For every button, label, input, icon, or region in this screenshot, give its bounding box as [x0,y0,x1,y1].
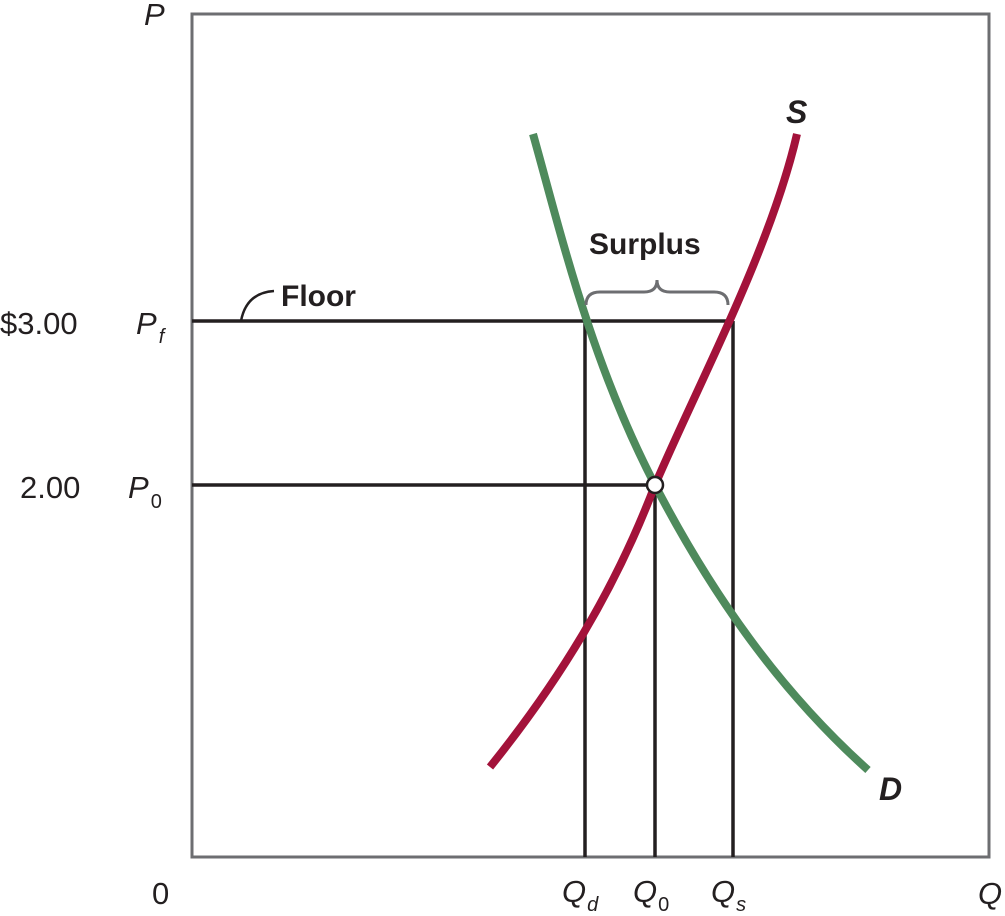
x-axis-label: Q [978,876,1002,911]
y-axis-label: P [144,0,165,32]
qs-subscript: s [736,894,746,916]
demand-curve-label: D [879,771,902,807]
q0-subscript: 0 [658,894,669,916]
equilibrium-price-subscript: 0 [151,491,162,513]
supply-curve-label: S [786,94,808,130]
qd-letter: Q [562,874,586,909]
plot-frame [190,12,991,859]
surplus-brace [584,279,730,306]
floor-label: Floor [281,280,356,313]
equilibrium-point [645,475,665,495]
floor-price-subscript: f [159,326,167,348]
qs-letter: Q [711,874,735,909]
floor-price-letter: P [136,306,157,341]
floor-price-value: $3.00 [0,306,78,341]
equilibrium-price-value: 2.00 [20,470,80,505]
q0-label: Q0 [633,874,669,916]
qd-subscript: d [587,894,599,916]
surplus-label: Surplus [589,228,701,261]
floor-leader [239,289,275,322]
qd-label: Qd [562,874,599,916]
q0-letter: Q [633,874,657,909]
equilibrium-price-letter: P [128,470,149,505]
qs-label: Qs [711,874,746,916]
origin-label: 0 [152,876,169,911]
